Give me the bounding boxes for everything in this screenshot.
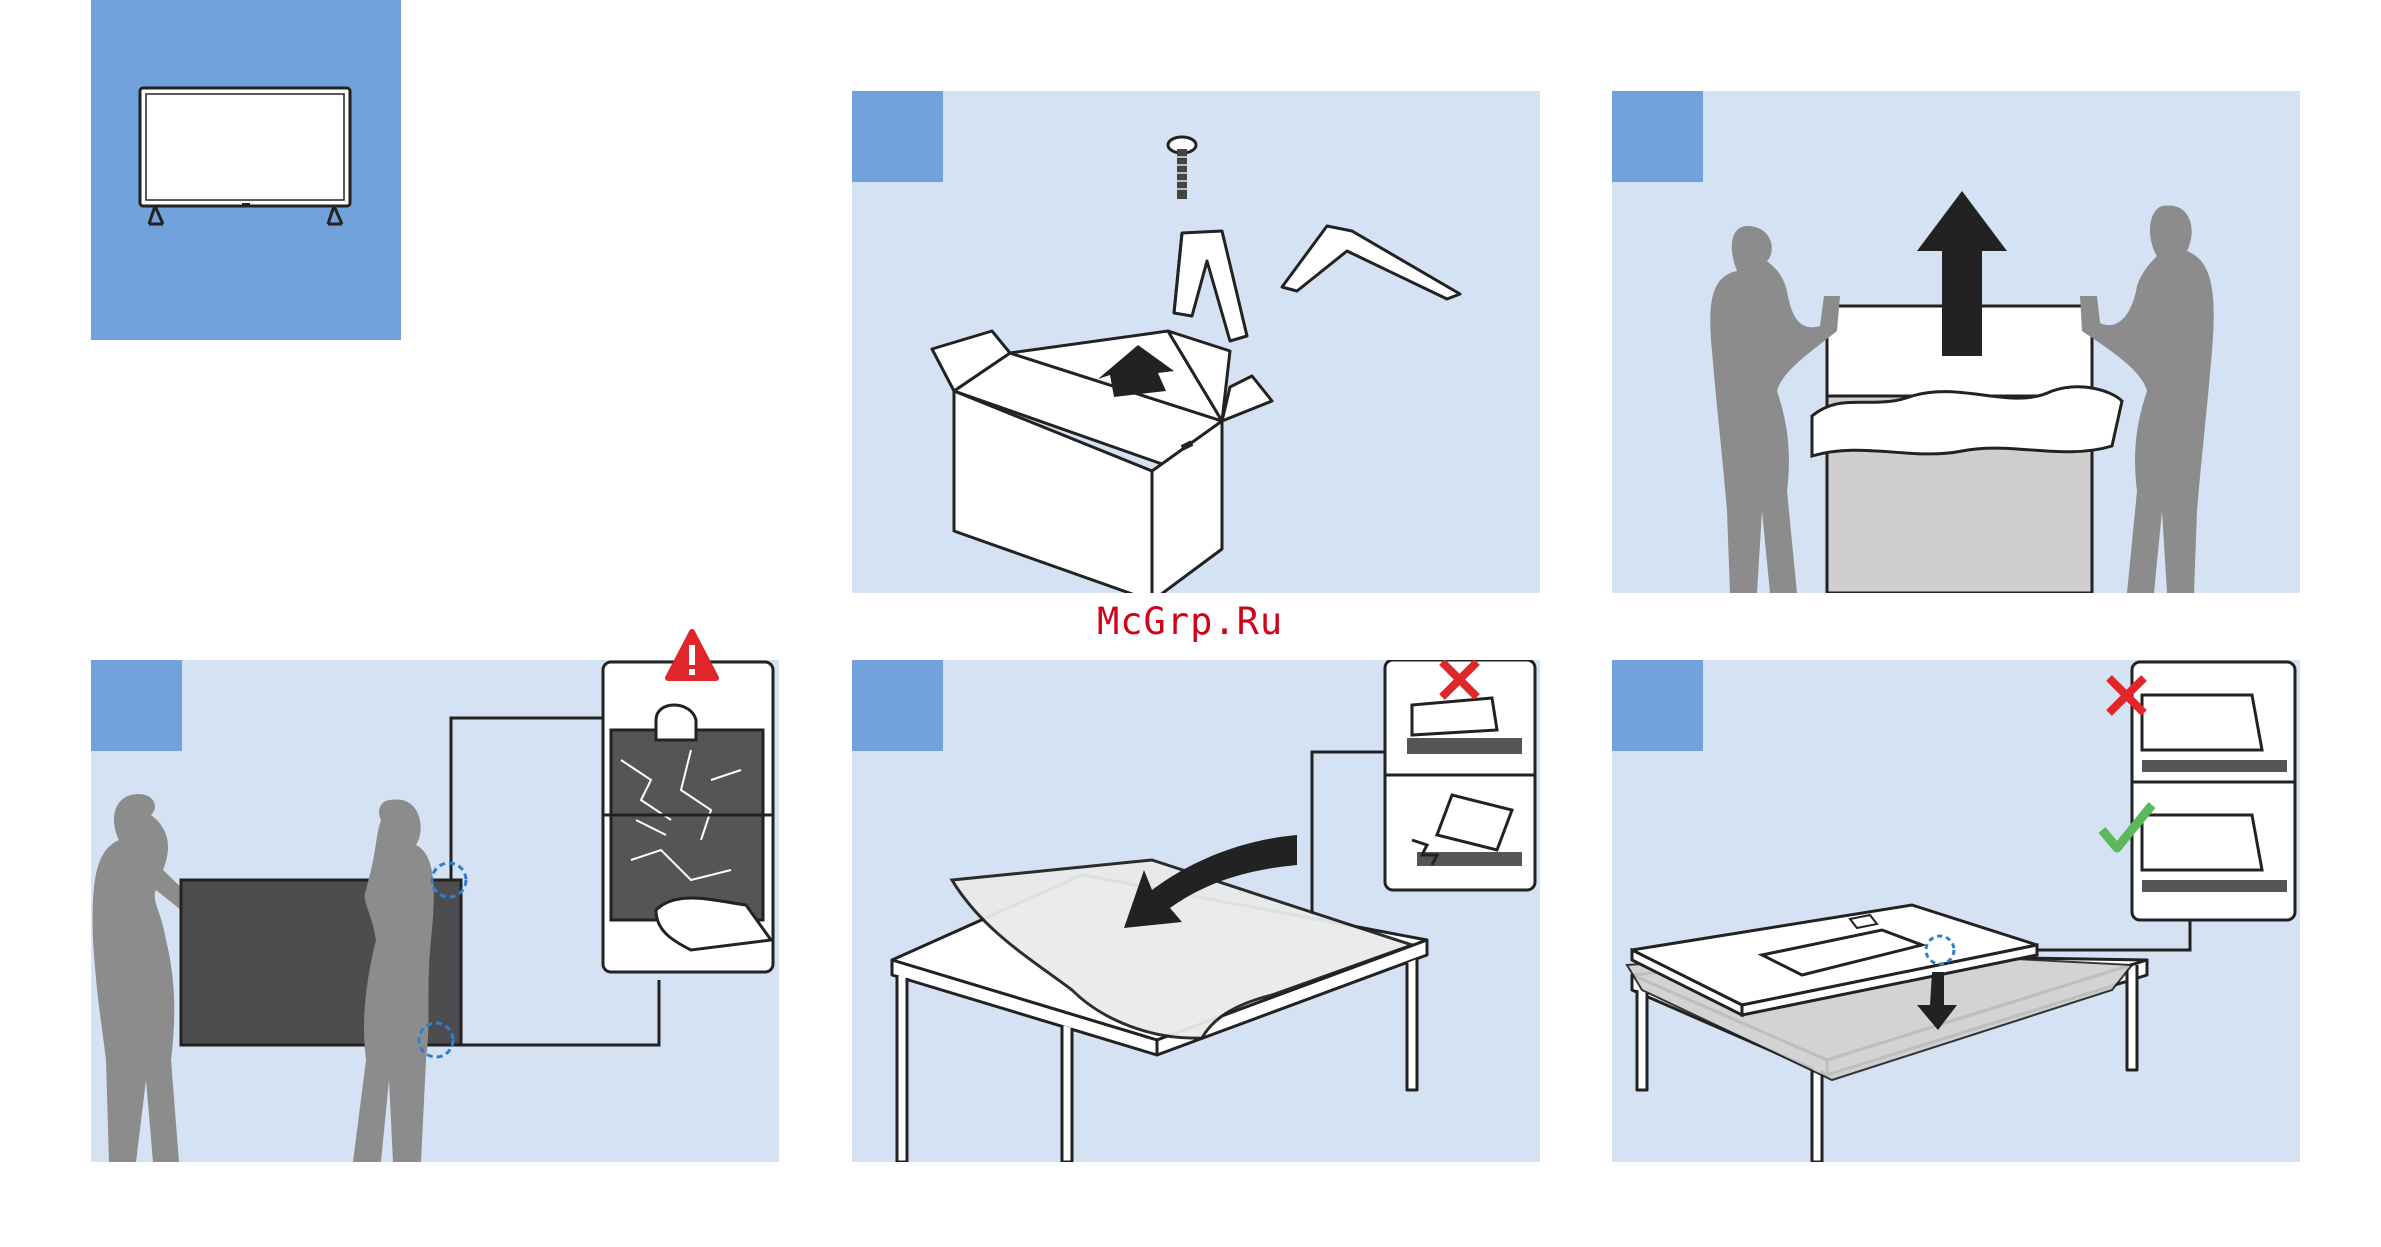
step-panel-foam: [852, 660, 1540, 1162]
step-panel-lift: [1612, 91, 2300, 593]
step-panel-facedown: [1612, 660, 2300, 1162]
foam-on-table-illustration: [852, 660, 1540, 1162]
step-tab-1: [852, 91, 943, 182]
lift-tv-illustration: [1612, 91, 2300, 593]
step-tab-3: [91, 660, 182, 751]
person-silhouette-left: [93, 794, 186, 1162]
step-tab-5: [1612, 660, 1703, 751]
unbox-illustration: [852, 91, 1540, 593]
step-panel-carry: [91, 660, 779, 1162]
watermark-text: McGrp.Ru: [1097, 600, 1283, 643]
step-tab-2: [1612, 91, 1703, 182]
stand-leg-right: [1282, 226, 1460, 299]
step-tab-4: [852, 660, 943, 751]
box-icon: [932, 331, 1272, 593]
carry-tv-illustration: [91, 660, 779, 1162]
stand-leg-left: [1174, 231, 1247, 341]
screw-icon: [1168, 137, 1196, 199]
step-panel-unbox: [852, 91, 1540, 593]
tv-facedown-illustration: [1612, 660, 2300, 1162]
cover-tile: [91, 0, 401, 340]
tv-front-icon: [91, 0, 401, 340]
